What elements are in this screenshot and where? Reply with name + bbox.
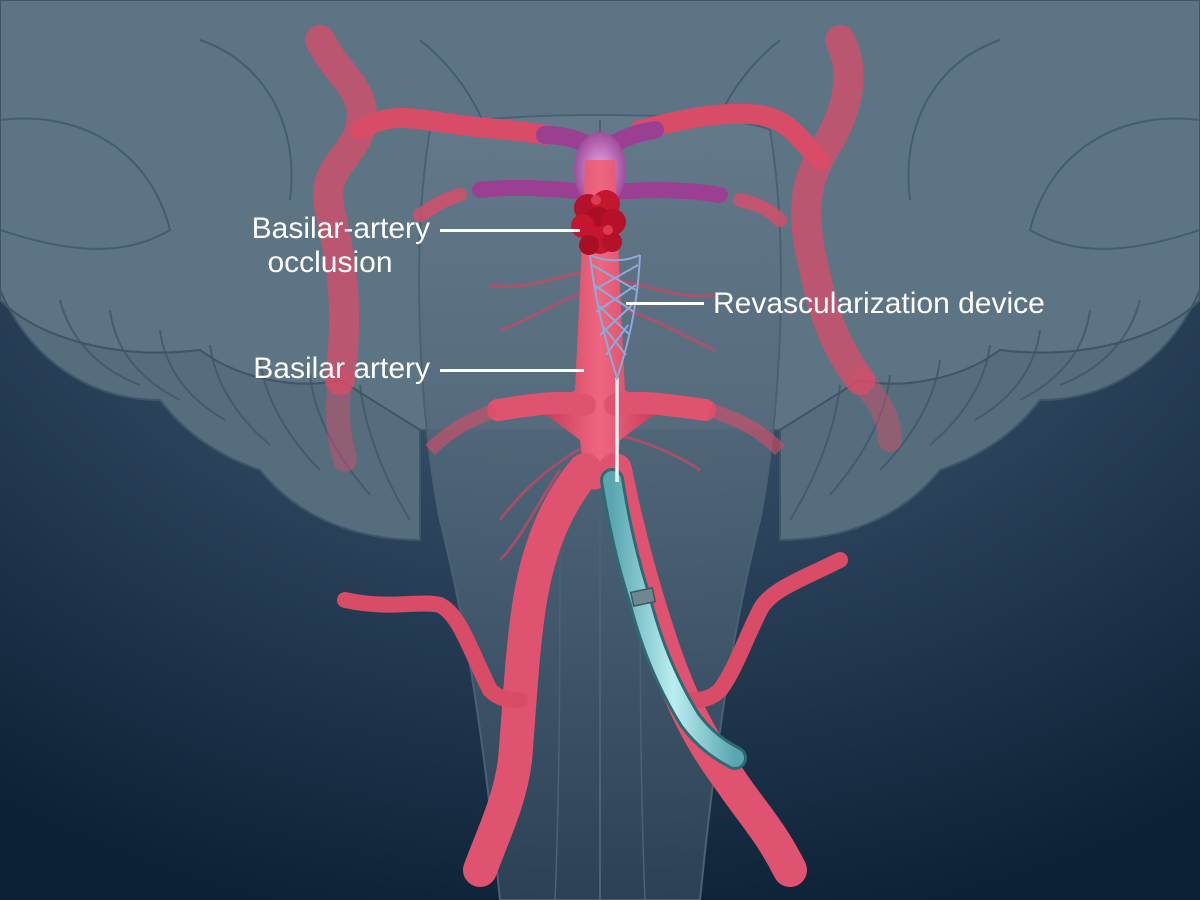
leader-device xyxy=(626,302,704,305)
clot xyxy=(571,190,626,255)
leader-occlusion xyxy=(440,229,580,232)
stent-retriever xyxy=(589,254,641,382)
leader-basilar xyxy=(440,369,584,372)
left-peripheral-arteries xyxy=(305,25,555,472)
label-basilar-artery-occlusion: Basilar-artery occlusion xyxy=(190,212,430,280)
left-vertebral-artery xyxy=(463,453,602,887)
pontine-branches xyxy=(489,268,721,562)
pica-branches xyxy=(337,552,848,708)
label-revascularization-device: Revascularization device xyxy=(713,287,1045,320)
label-occlusion-line2: occlusion xyxy=(267,246,393,279)
cerebellum-folia xyxy=(0,39,1200,521)
catheter xyxy=(600,378,747,770)
label-basilar-artery: Basilar artery xyxy=(253,352,430,385)
right-peripheral-arteries xyxy=(630,25,902,452)
label-occlusion-line1: Basilar-artery xyxy=(251,212,430,245)
left-aica xyxy=(487,391,596,421)
right-aica xyxy=(604,391,716,421)
